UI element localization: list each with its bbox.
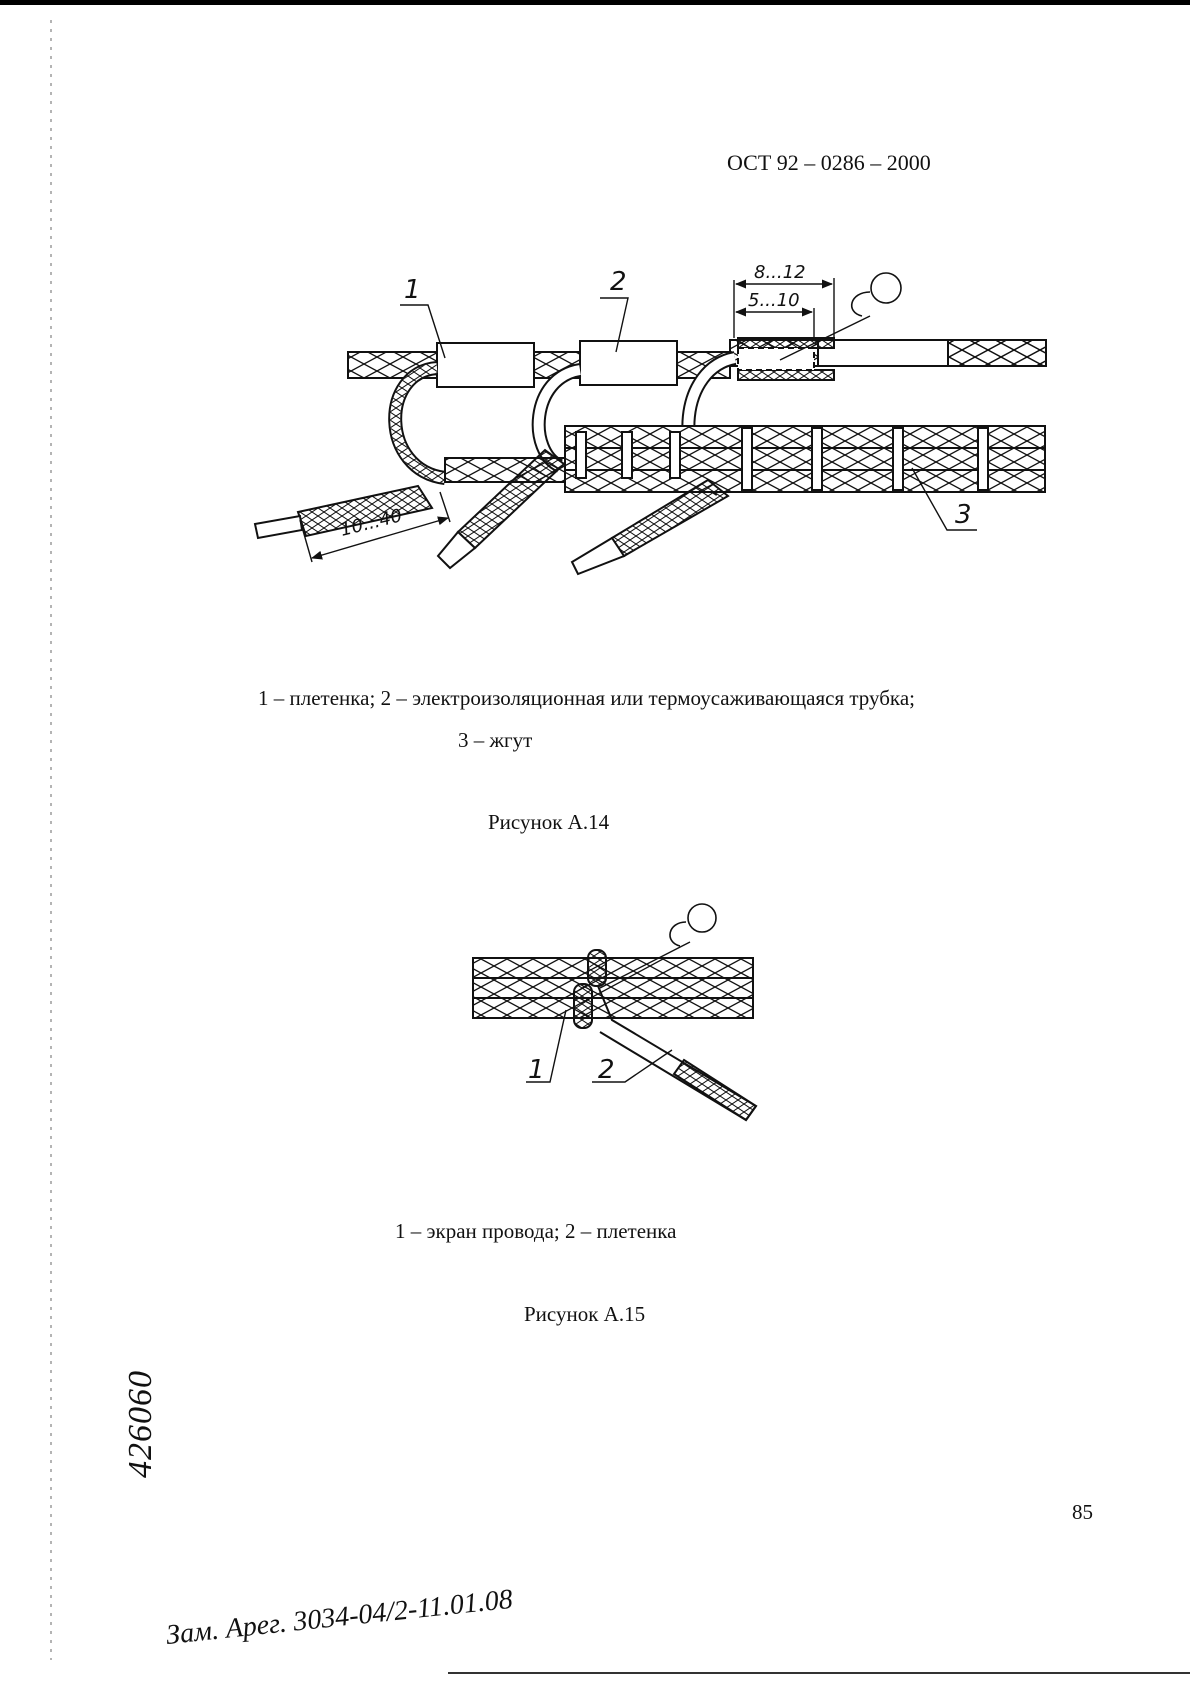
figure-a15-caption: 1 – экран провода; 2 – плетенка bbox=[395, 1219, 677, 1244]
clamp-a15-upper bbox=[588, 950, 606, 986]
clamp-inner-dashed bbox=[738, 348, 814, 370]
weld-circle-a15 bbox=[688, 904, 716, 932]
a15-label-1: 1 bbox=[528, 1055, 545, 1085]
figure-a14-caption-line1: 1 – плетенка; 2 – электроизоляционная ил… bbox=[258, 686, 915, 711]
figure-a14-caption-line2: 3 – жгут bbox=[458, 728, 532, 753]
outgoing-wire-3 bbox=[572, 480, 728, 574]
weld-circle bbox=[871, 273, 901, 303]
label-1: 1 bbox=[404, 275, 421, 305]
figure-a15-drawing bbox=[473, 904, 756, 1120]
dim-ext-b bbox=[440, 492, 450, 522]
figure-a15-title: Рисунок А.15 bbox=[524, 1302, 645, 1327]
weld-hook bbox=[852, 292, 870, 316]
figure-a14-title: Рисунок А.14 bbox=[488, 810, 609, 835]
weld-hook-a15 bbox=[670, 922, 686, 946]
side-stamp: 426060 bbox=[122, 1370, 160, 1478]
figure-a15-labels: 1 2 bbox=[528, 1055, 615, 1085]
label-2: 2 bbox=[610, 267, 627, 297]
clamp-a15-lower bbox=[574, 984, 592, 1028]
bottom-border bbox=[448, 1672, 1190, 1674]
figure-a14-labels: 1 2 3 8...12 5...10 10...40 bbox=[338, 262, 971, 541]
clamp-lower bbox=[738, 370, 834, 380]
clamp-upper bbox=[738, 338, 834, 348]
dim-8-12: 8...12 bbox=[754, 262, 806, 283]
dim-5-10: 5...10 bbox=[748, 290, 800, 311]
sleeve-1 bbox=[437, 343, 534, 387]
page-number: 85 bbox=[1072, 1500, 1093, 1525]
a15-label-2: 2 bbox=[598, 1055, 615, 1085]
sleeve-2 bbox=[580, 341, 677, 385]
label-3: 3 bbox=[955, 500, 972, 530]
